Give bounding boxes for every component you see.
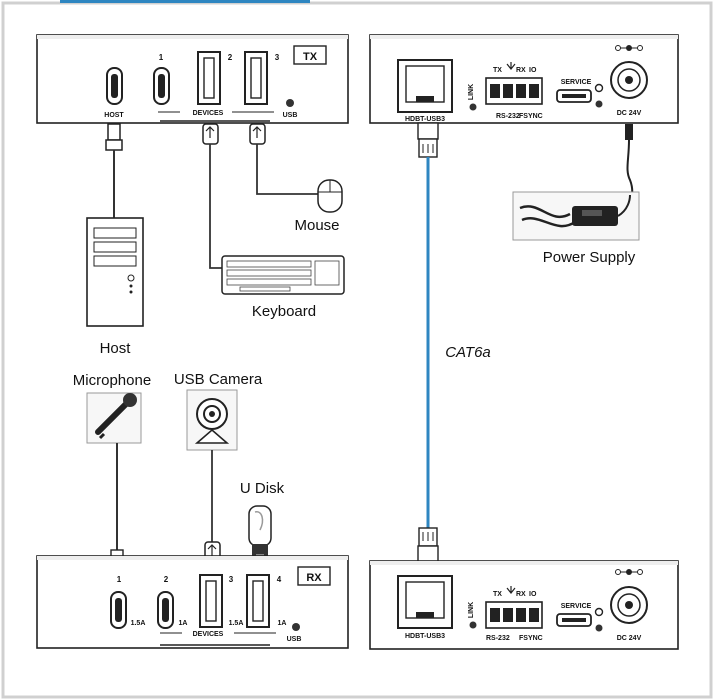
microphone-icon (86, 392, 142, 444)
svg-text:USB: USB (287, 636, 302, 643)
svg-text:2: 2 (164, 575, 169, 584)
svg-text:RS-232: RS-232 (486, 635, 510, 642)
microphone-label: Microphone (73, 372, 151, 389)
svg-text:RX: RX (516, 67, 526, 74)
header-accent (60, 0, 310, 3)
svg-text:1A: 1A (179, 620, 188, 627)
keyboard-cable (202, 123, 222, 269)
svg-text:DEVICES: DEVICES (193, 631, 224, 638)
svg-text:TX: TX (493, 591, 502, 598)
svg-text:HOST: HOST (104, 112, 124, 119)
svg-text:1: 1 (117, 575, 122, 584)
mouse-cable (249, 123, 318, 195)
u-disk-label: U Disk (240, 480, 285, 497)
svg-text:TX: TX (303, 51, 318, 63)
svg-text:HDBT-USB3: HDBT-USB3 (405, 633, 445, 640)
host-cable (105, 123, 123, 218)
svg-text:SERVICE: SERVICE (561, 79, 592, 86)
svg-text:LINK: LINK (468, 602, 475, 618)
usb-camera-icon (186, 389, 238, 451)
rx-usb-unit: RX 1 1.5A 2 1A 3 1.5A 4 1A DEVICES USB (36, 555, 349, 649)
svg-text:RX: RX (516, 591, 526, 598)
svg-text:HDBT-USB3: HDBT-USB3 (405, 116, 445, 123)
svg-text:TX: TX (493, 67, 502, 74)
host-pc-icon (86, 217, 144, 327)
mouse-label: Mouse (294, 217, 339, 234)
hdbt-panel-top: HDBT-USB3 LINK TX RX IO RS-232 FSYNC SER… (369, 34, 679, 124)
svg-text:1: 1 (159, 53, 164, 62)
top-rj45-plug (417, 122, 439, 158)
svg-text:LINK: LINK (468, 84, 475, 100)
svg-text:USB: USB (283, 112, 298, 119)
bottom-rj45-plug (417, 527, 439, 563)
svg-text:3: 3 (275, 53, 280, 62)
svg-text:DEVICES: DEVICES (193, 110, 224, 117)
svg-text:IO: IO (529, 67, 537, 74)
power-supply-icon (512, 191, 640, 241)
svg-text:DC 24V: DC 24V (617, 635, 642, 642)
svg-text:FSYNC: FSYNC (519, 113, 543, 120)
mouse-icon (317, 179, 343, 213)
svg-text:RX: RX (306, 572, 322, 584)
svg-text:1.5A: 1.5A (131, 620, 146, 627)
host-label: Host (100, 340, 132, 357)
keyboard-icon (221, 255, 345, 295)
svg-text:4: 4 (277, 575, 282, 584)
cable-label: CAT6a (445, 344, 491, 361)
hdbt-panel-bottom: HDBT-USB3 LINK TX RX IO RS-232 FSYNC SER… (369, 560, 679, 650)
tx-badge: TX (293, 45, 327, 65)
usb-camera-label: USB Camera (174, 371, 263, 388)
keyboard-label: Keyboard (252, 303, 316, 320)
svg-text:1.5A: 1.5A (229, 620, 244, 627)
svg-text:1A: 1A (278, 620, 287, 627)
svg-text:FSYNC: FSYNC (519, 635, 543, 642)
svg-text:IO: IO (529, 591, 537, 598)
svg-text:SERVICE: SERVICE (561, 603, 592, 610)
rx-badge: RX (297, 566, 331, 586)
svg-text:DC 24V: DC 24V (617, 110, 642, 117)
tx-usb-unit: TX HOST 1 2 3 DEVICES USB (36, 34, 349, 124)
svg-text:3: 3 (229, 575, 234, 584)
power-supply-label: Power Supply (543, 249, 636, 266)
svg-text:RS-232: RS-232 (496, 113, 520, 120)
svg-text:2: 2 (228, 53, 233, 62)
